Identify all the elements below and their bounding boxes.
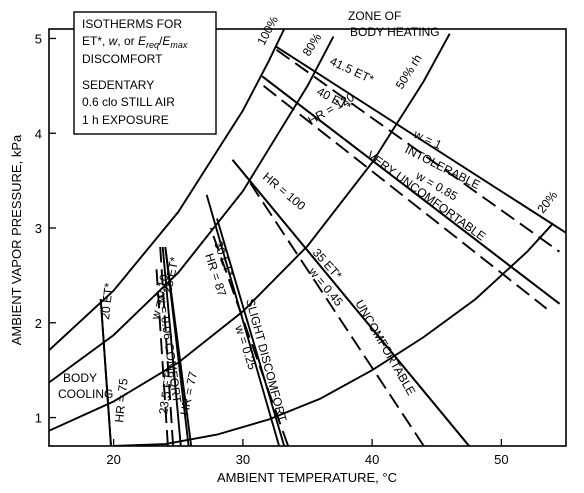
title-box (73, 11, 217, 135)
isotherm-41-5-et (274, 45, 566, 234)
isotherm-w-0-45-uncomfortable (244, 175, 425, 446)
ticks-layer: 20 30 40 50 1 2 3 4 5 (35, 31, 509, 467)
x-tick-label-30: 30 (236, 452, 250, 467)
isotherm-w-0-06-comfort (155, 265, 169, 446)
y-tick-label-2: 2 (35, 316, 42, 331)
isotherm-w-0-25-slight-discomfort (209, 227, 289, 446)
hr-75-label: HR = 75 (112, 377, 131, 423)
et-23-5-label: 23.5 ET* (156, 367, 176, 416)
isotherm-hr-87 (216, 218, 286, 446)
y-tick-label-5: 5 (35, 31, 42, 46)
isotherm-23-5-et (161, 246, 182, 446)
x-axis-title: AMBIENT TEMPERATURE, °C (217, 470, 397, 485)
title-line-4: SEDENTARY (82, 78, 154, 92)
curves-layer (49, 29, 566, 446)
body-cooling-label-1: BODY (63, 371, 97, 385)
plot-frame (48, 28, 567, 447)
title-line-1: ISOTHERMS FOR (82, 17, 182, 31)
zone-label-1: ZONE OF (348, 9, 401, 23)
x-tick-label-20: 20 (106, 452, 120, 467)
y-tick-label-1: 1 (35, 411, 42, 426)
rh-curve-50-rh (49, 33, 451, 432)
y-tick-label-4: 4 (35, 126, 42, 141)
isotherm-25-et (164, 246, 193, 446)
zone-label-2: BODY HEATING (350, 25, 440, 39)
x-tick-label-50: 50 (494, 452, 508, 467)
isotherm-w-0-85-very-uncomfortable (263, 85, 548, 310)
isotherm-hr-75 (99, 299, 112, 446)
y-tick-label-3: 3 (35, 221, 42, 236)
body-cooling-label-2: COOLING (58, 387, 113, 401)
et-20-label: 20 ET* (98, 282, 116, 320)
isotherm-hr-120 (261, 75, 561, 305)
title-line-2: ET*, w, or Ereq/Emax (82, 34, 188, 50)
title-line-5: 0.6 clo STILL AIR (82, 95, 175, 109)
et-41-5-label: 41.5 ET* (328, 54, 377, 87)
isotherm-hr-100 (231, 159, 470, 446)
isotherm-w-1-intolerable (275, 49, 561, 253)
rh-80-label: 80% (300, 31, 325, 59)
hr-100-label: HR = 100 (260, 170, 308, 214)
x-tick-label-40: 40 (365, 452, 379, 467)
isotherm-w-0-10 (159, 246, 175, 446)
y-axis-title: AMBIENT VAPOR PRESSURE, kPa (9, 134, 24, 345)
title-line-3: DISCOMFORT (82, 52, 163, 66)
rh-20-label: 20% (534, 188, 560, 216)
title-line-6: 1 h EXPOSURE (82, 113, 169, 127)
isotherm-30-et (205, 194, 281, 446)
rh-curve-100 (49, 29, 286, 351)
